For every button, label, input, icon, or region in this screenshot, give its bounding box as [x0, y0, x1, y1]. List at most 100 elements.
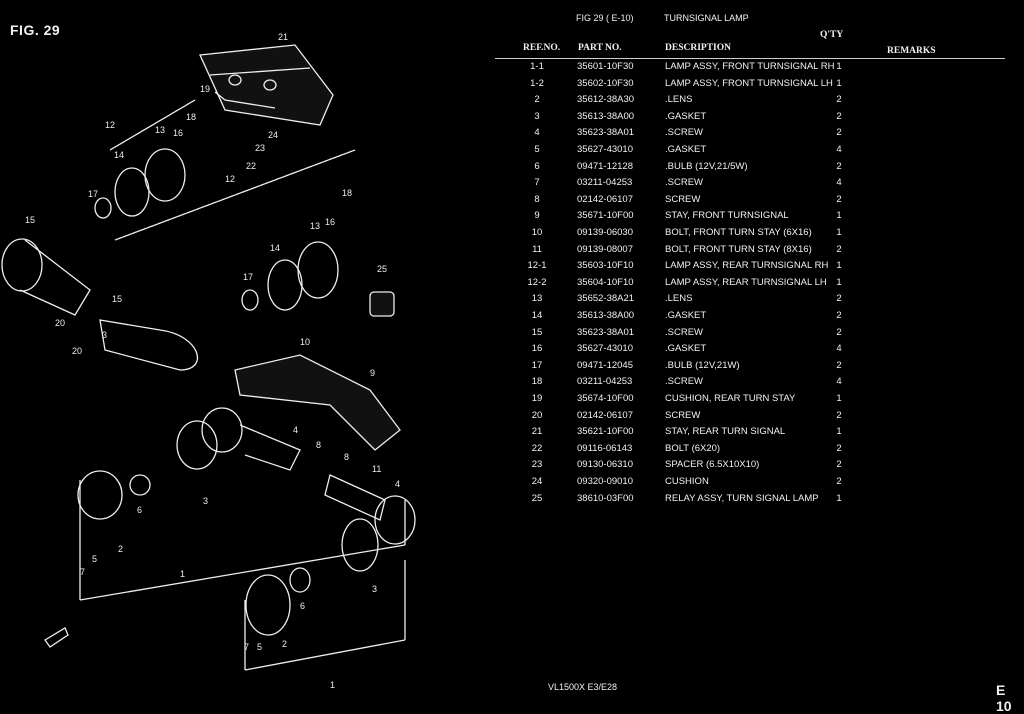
ref-no-cell: 8: [534, 193, 540, 205]
description-cell: LAMP ASSY, REAR TURNSIGNAL LH: [665, 276, 827, 288]
svg-text:16: 16: [173, 128, 183, 138]
ref-no-cell: 10: [531, 227, 543, 238]
description-cell: STAY, FRONT TURNSIGNAL: [665, 210, 789, 222]
remarks-header: REMARKS: [887, 46, 936, 56]
part-no-cell: 09130-06310: [577, 459, 633, 471]
svg-text:1: 1: [330, 680, 335, 690]
svg-text:20: 20: [72, 346, 82, 356]
svg-text:18: 18: [342, 188, 352, 198]
qty-cell: 2: [836, 193, 842, 205]
part-no-cell: 35603-10F10: [577, 260, 634, 272]
rear-turn-stay: [199, 44, 334, 126]
description-cell: BOLT, FRONT TURN STAY (8X16): [665, 243, 812, 255]
figure-label: FIG. 29: [10, 22, 61, 38]
description-cell: .GASKET: [665, 343, 707, 355]
ref-no-cell: 22: [531, 442, 543, 454]
part-no-cell: 09139-06030: [577, 227, 633, 238]
ref-no-cell: 25: [531, 492, 543, 504]
svg-text:5: 5: [257, 642, 262, 652]
part-no-cell: 09320-09010: [577, 476, 633, 487]
ref-no-cell: 16: [531, 343, 543, 355]
description-cell: LAMP ASSY, FRONT TURNSIGNAL LH: [665, 77, 833, 89]
description-cell: .GASKET: [665, 144, 707, 155]
qty-cell: 4: [836, 343, 842, 355]
ref-no-cell: 24: [531, 476, 543, 487]
description-cell: SCREW: [665, 409, 701, 421]
ref-no-cell: 12-1: [527, 260, 547, 272]
qty-cell: 1: [836, 260, 842, 272]
svg-text:17: 17: [243, 272, 253, 282]
ref-no-cell: 1-1: [530, 61, 544, 72]
ref-no-cell: 1-2: [530, 77, 544, 89]
qty-cell: 2: [836, 110, 842, 122]
description-cell: .GASKET: [665, 110, 707, 122]
ref-no-cell: 12-2: [527, 276, 547, 288]
description-cell: STAY, REAR TURN SIGNAL: [665, 426, 786, 438]
description-header: DESCRIPTION: [665, 43, 731, 53]
qty-cell: 1: [836, 227, 842, 238]
qty-cell: 1: [836, 210, 842, 222]
svg-text:15: 15: [112, 294, 122, 304]
part-no-header: PART NO.: [578, 43, 622, 53]
description-cell: LAMP ASSY, REAR TURNSIGNAL RH: [665, 260, 829, 272]
svg-text:4: 4: [293, 425, 298, 435]
qty-cell: 2: [836, 94, 842, 106]
qty-cell: 2: [836, 409, 842, 421]
description-cell: .SCREW: [665, 177, 703, 189]
description-cell: .SCREW: [665, 127, 703, 139]
svg-text:2: 2: [282, 639, 287, 649]
svg-text:3: 3: [102, 330, 107, 340]
ref-no-cell: 9: [534, 210, 540, 222]
ref-no-cell: 20: [531, 409, 543, 421]
qty-cell: 2: [836, 442, 842, 454]
svg-text:7: 7: [244, 642, 249, 652]
description-cell: BOLT, FRONT TURN STAY (6X16): [665, 227, 812, 238]
ref-no-cell: 17: [531, 359, 543, 371]
page-title: TURNSIGNAL LAMP: [664, 13, 749, 23]
qty-cell: 1: [836, 426, 842, 438]
svg-text:23: 23: [255, 143, 265, 153]
part-no-cell: 35671-10F00: [577, 210, 634, 222]
svg-text:3: 3: [203, 496, 208, 506]
qty-cell: 2: [836, 293, 842, 305]
qty-cell: 1: [836, 492, 842, 504]
svg-text:9: 9: [370, 368, 375, 378]
description-cell: .SCREW: [665, 326, 703, 338]
svg-text:18: 18: [186, 112, 196, 122]
ref-no-cell: 6: [534, 160, 540, 172]
svg-text:13: 13: [155, 125, 165, 135]
svg-text:14: 14: [270, 243, 280, 253]
svg-text:4: 4: [395, 479, 400, 489]
part-no-cell: 02142-06107: [577, 193, 633, 205]
part-no-cell: 09139-08007: [577, 243, 633, 255]
svg-text:22: 22: [246, 161, 256, 171]
qty-cell: 1: [836, 61, 842, 72]
description-cell: .LENS: [665, 94, 693, 106]
svg-text:15: 15: [25, 215, 35, 225]
ref-no-cell: 13: [531, 293, 543, 305]
part-no-cell: 35627-43010: [577, 343, 633, 355]
qty-cell: 4: [836, 376, 842, 388]
relay-unit: [369, 291, 395, 317]
part-no-cell: 35601-10F30: [577, 61, 634, 72]
ref-no-cell: 4: [534, 127, 540, 139]
ref-no-cell: 23: [531, 459, 543, 471]
part-no-cell: 03211-04253: [577, 177, 633, 189]
qty-cell: 2: [836, 459, 842, 471]
description-cell: .LENS: [665, 293, 693, 305]
part-no-cell: 35612-38A30: [577, 94, 635, 106]
part-no-cell: 35613-38A00: [577, 110, 635, 122]
rear-lens-upper: [144, 148, 186, 202]
svg-text:3: 3: [372, 584, 377, 594]
svg-text:10: 10: [300, 337, 310, 347]
svg-text:6: 6: [137, 505, 142, 515]
fig-reference: FIG 29 ( E-10): [576, 13, 634, 23]
qty-cell: 1: [836, 276, 842, 288]
svg-text:11: 11: [372, 464, 381, 474]
part-no-cell: 09471-12045: [577, 359, 633, 371]
part-no-cell: 35613-38A00: [577, 310, 635, 321]
ref-no-cell: 19: [531, 393, 543, 404]
description-cell: .BULB (12V,21/5W): [665, 160, 748, 172]
svg-text:6: 6: [300, 601, 305, 611]
svg-text:17: 17: [88, 189, 98, 199]
